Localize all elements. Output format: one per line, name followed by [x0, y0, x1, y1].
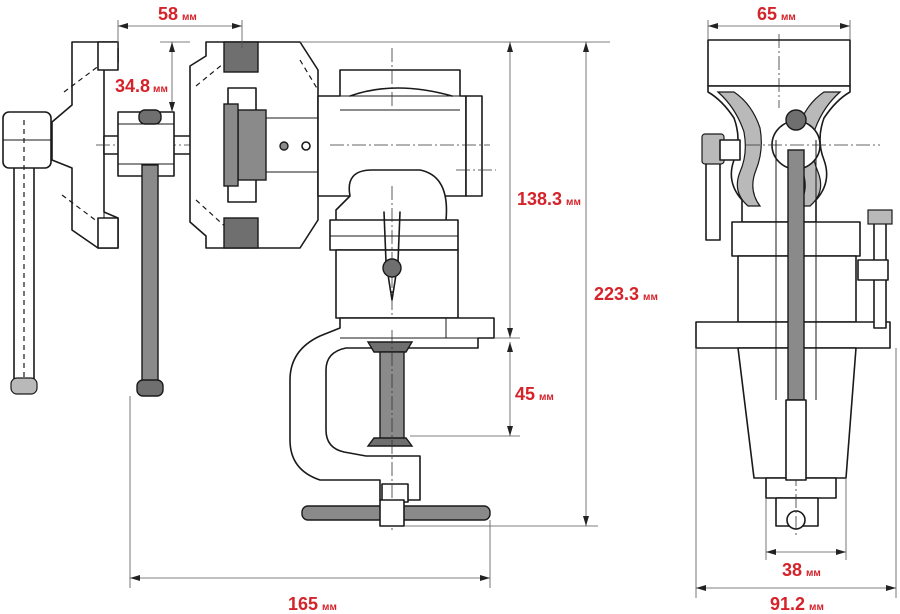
- side-dimensions: [117, 20, 610, 588]
- side-view: [2, 20, 610, 588]
- front-view: [695, 20, 897, 598]
- front-dimensions: [695, 20, 897, 598]
- left-handle: [2, 111, 52, 395]
- jaw-handle-bar: [136, 109, 164, 397]
- front-left-knob: [701, 133, 741, 241]
- left-jaw: [51, 41, 119, 249]
- fixed-jaw: [189, 41, 319, 249]
- front-screw: [775, 109, 817, 481]
- clamp-screw: [366, 330, 414, 530]
- bottom-t-handle: [301, 499, 491, 527]
- swivel-joint: [329, 169, 459, 320]
- front-right-knob: [857, 209, 893, 329]
- c-clamp-frame: [289, 317, 495, 503]
- vise-body: [317, 48, 496, 197]
